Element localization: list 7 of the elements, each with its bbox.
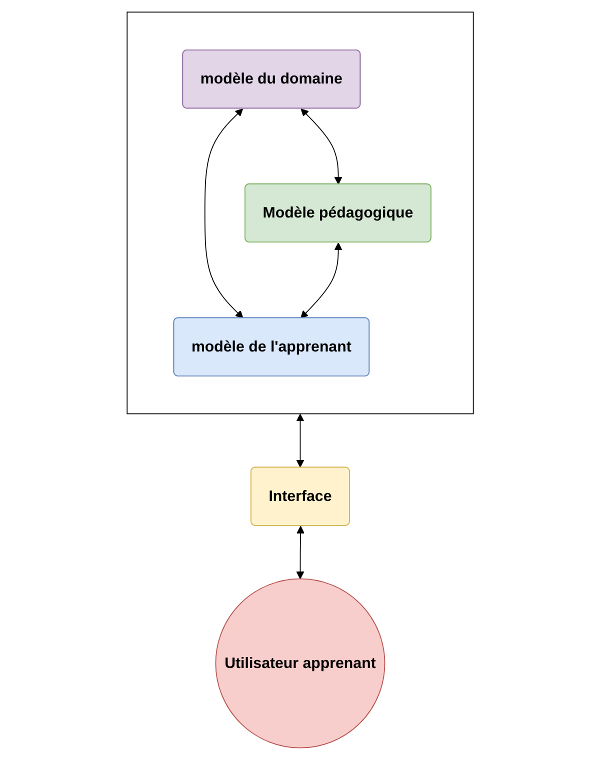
node-circle: Utilisateur apprenant: [216, 578, 386, 748]
arrow: [300, 242, 342, 318]
arrow: [300, 108, 342, 185]
cluster: [126, 12, 474, 414]
arrow: [296, 526, 305, 580]
arrow: [204, 108, 244, 318]
arrow: [296, 414, 304, 468]
